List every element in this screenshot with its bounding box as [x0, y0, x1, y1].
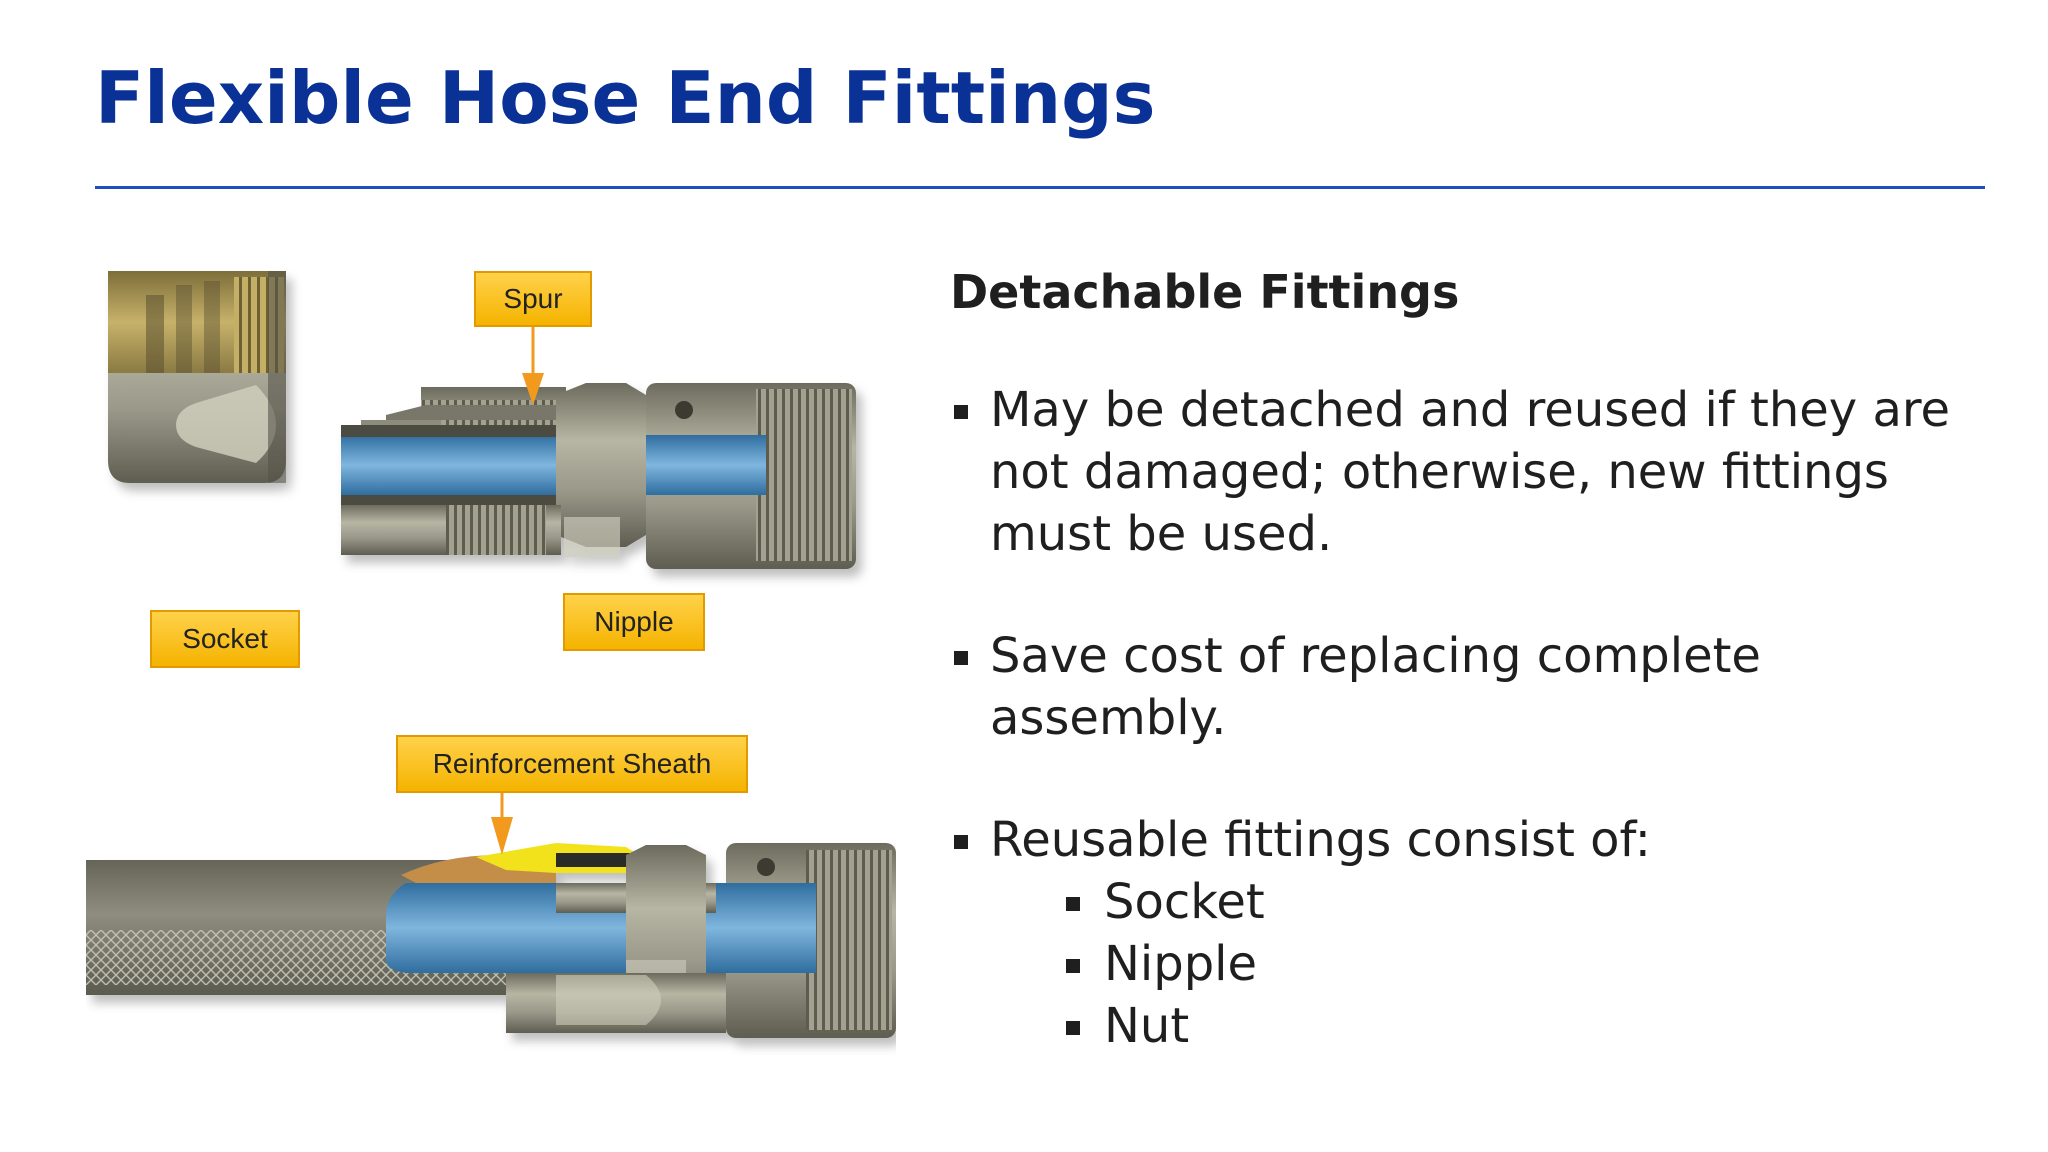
bullet-reuse: May be detached and reused if they are n…: [950, 379, 1970, 565]
bullet-components-text: Reusable fittings consist of:: [990, 812, 1651, 868]
bullet-cost: Save cost of replacing complete assembly…: [950, 625, 1970, 749]
hose-fitting-diagram: Spur Socket Nipple Reinforcement Sheath: [86, 255, 896, 1065]
sub-bullet-nipple: Nipple: [1062, 933, 1970, 995]
label-socket: Socket: [150, 610, 300, 668]
bullet-components: Reusable fittings consist of: Socket Nip…: [950, 809, 1970, 1057]
label-spur: Spur: [474, 271, 592, 327]
socket-part: [108, 271, 286, 483]
label-reinforcement-sheath: Reinforcement Sheath: [396, 735, 748, 793]
title-divider: [95, 186, 1985, 189]
section-heading: Detachable Fittings: [950, 265, 1460, 319]
hose-fitting-illustration: [86, 271, 896, 1038]
sub-bullet-socket: Socket: [1062, 871, 1970, 933]
bullet-list: May be detached and reused if they are n…: [950, 379, 1970, 1057]
component-sub-list: Socket Nipple Nut: [990, 871, 1970, 1057]
slide-title: Flexible Hose End Fittings: [95, 56, 1156, 140]
callout-arrows: [491, 327, 544, 855]
content-panel: Detachable Fittings May be detached and …: [950, 265, 1970, 1057]
assembled-fitting: [86, 843, 896, 1038]
label-nipple: Nipple: [563, 593, 705, 651]
sub-bullet-nut: Nut: [1062, 995, 1970, 1057]
nipple-part: [341, 383, 856, 569]
